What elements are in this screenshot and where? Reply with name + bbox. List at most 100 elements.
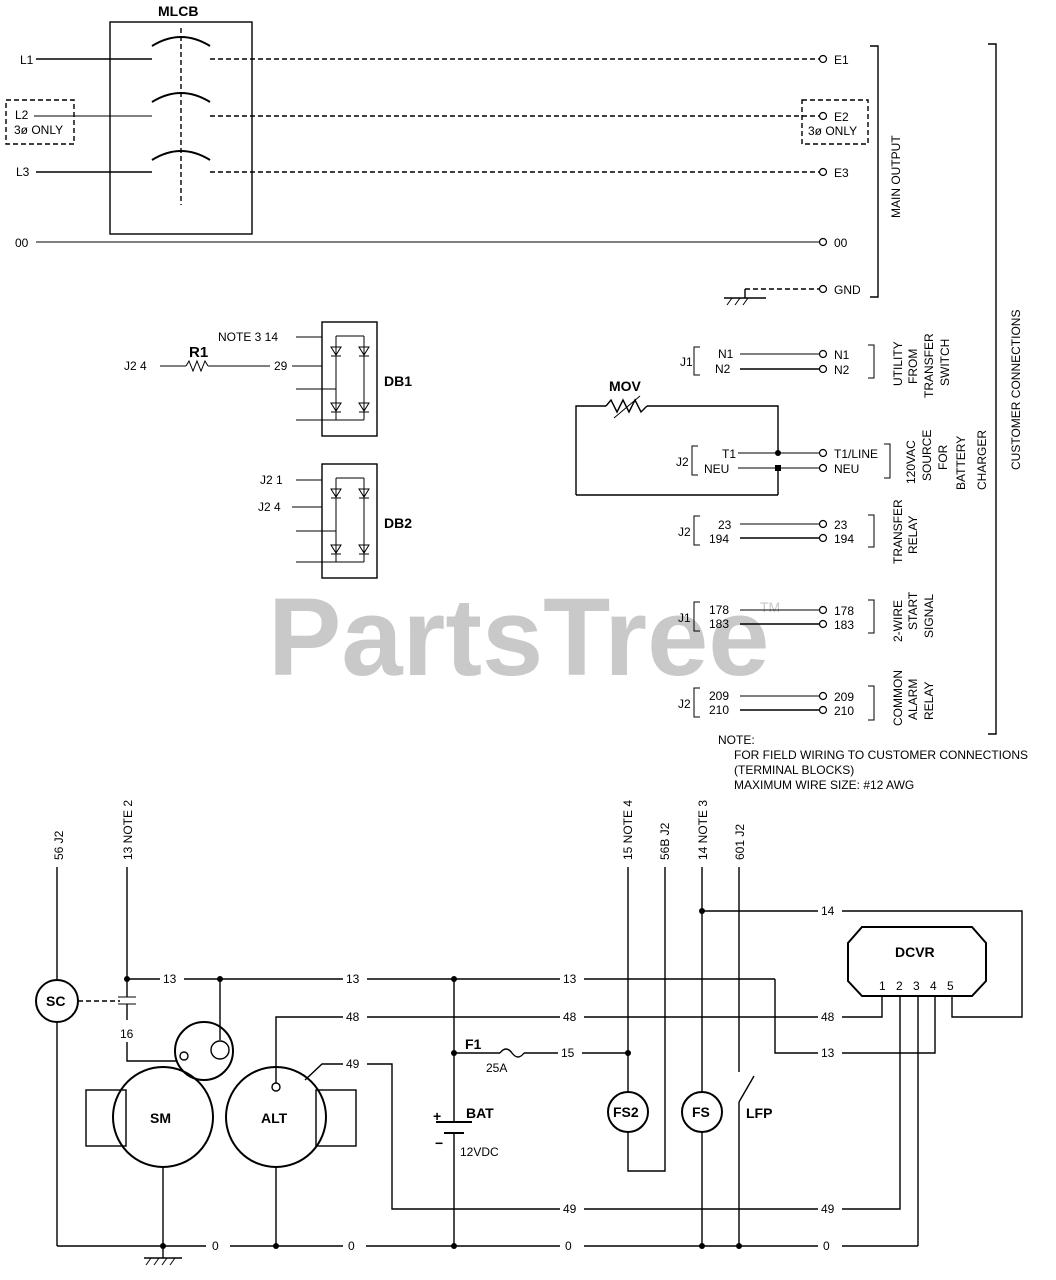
group1-desc1: UTILITY: [891, 341, 905, 386]
wire-0-d: 0: [823, 1239, 830, 1253]
bat-minus: −: [435, 1135, 443, 1151]
db1-input1: NOTE 3 14: [218, 330, 278, 344]
group5-term2: 210: [834, 704, 854, 718]
e2-3phase-box: [801, 99, 869, 145]
group1-term1: N1: [834, 348, 850, 362]
wire-49-c: 49: [821, 1202, 835, 1216]
db1-bridge: NOTE 3 14 J2 4 R1 29 DB1: [124, 321, 412, 437]
note-block: NOTE: FOR FIELD WIRING TO CUSTOMER CONNE…: [718, 733, 1028, 792]
terminal-e2: E2: [834, 110, 849, 124]
db1-label: DB1: [384, 373, 412, 389]
line-l1-label: L1: [20, 53, 34, 67]
terminal-gnd: GND: [834, 283, 861, 297]
group5-wire1: 209: [709, 689, 729, 703]
wire-15: 15: [561, 1046, 575, 1060]
r1-label: R1: [189, 344, 208, 361]
wire-49-b: 49: [563, 1202, 577, 1216]
lead-56b-j2: 56B J2: [658, 822, 672, 860]
group3-desc1: TRANSFER: [891, 499, 905, 564]
group4-connector: J1: [678, 611, 691, 625]
wire-16: 16: [120, 1027, 134, 1041]
mlcb-label: MLCB: [158, 3, 198, 19]
group2-term2: NEU: [834, 462, 859, 476]
lead-601-j2: 601 J2: [733, 824, 747, 860]
lfp-switch-icon: [738, 1075, 755, 1103]
group3-desc2: RELAY: [906, 516, 920, 554]
wire-13-a: 13: [163, 972, 177, 986]
alt-label: ALT: [261, 1110, 288, 1126]
terminal-e1: E1: [834, 53, 849, 67]
terminal-00: 00: [834, 236, 848, 250]
group2-desc5: CHARGER: [975, 430, 989, 490]
dcvr-pin4: 4: [930, 979, 937, 993]
wire-14: 14: [821, 904, 835, 918]
r1-resistor-icon: [185, 359, 209, 373]
group1-wire2: N2: [715, 362, 731, 376]
db1-input2: 29: [274, 359, 288, 373]
group3-wire2: 194: [709, 532, 729, 546]
group4-term1: 178: [834, 604, 854, 618]
wire-13-c: 13: [563, 972, 577, 986]
group4-desc3: SIGNAL: [922, 594, 936, 638]
mlcb-section: MLCB L1 L2 3ø ONLY L3 00: [5, 3, 820, 250]
terminal-e3: E3: [834, 166, 849, 180]
group-transfer-relay: J2 23 194 23 194 TRANSFER RELAY: [678, 499, 920, 564]
group1-term2: N2: [834, 363, 850, 377]
mlcb-box: [109, 21, 253, 235]
wire-48-b: 48: [563, 1010, 577, 1024]
watermark-tm: TM: [760, 599, 780, 615]
group1-desc3: TRANSFER: [922, 333, 936, 398]
group2-desc4: BATTERY: [954, 436, 968, 490]
db2-label: DB2: [384, 515, 412, 531]
dcvr-pin1: 1: [879, 979, 886, 993]
mov-label: MOV: [609, 378, 642, 394]
group4-desc2: START: [906, 591, 920, 630]
wire-13-b: 13: [346, 972, 360, 986]
group1-desc4: SWITCH: [938, 339, 952, 386]
wire-0-b: 0: [348, 1239, 355, 1253]
wire-13-d: 13: [821, 1046, 835, 1060]
group2-wire2: NEU: [704, 462, 729, 476]
group2-wire1: T1: [722, 447, 736, 461]
group3-wire1: 23: [718, 518, 732, 532]
main-output-label: MAIN OUTPUT: [889, 135, 903, 218]
diode-icon: [330, 346, 342, 356]
group2-connector: J2: [676, 455, 689, 469]
lead-14-note3: 14 NOTE 3: [696, 800, 710, 860]
group2-desc3: FOR: [936, 444, 950, 470]
group4-desc1: 2-WIRE: [891, 600, 905, 642]
l2-3phase-box: [5, 99, 75, 145]
line-00-label: 00: [15, 236, 29, 250]
dcvr-pin5: 5: [947, 979, 954, 993]
wire-49-a: 49: [346, 1057, 360, 1071]
dcvr-pin3: 3: [913, 979, 920, 993]
group2-desc2: SOURCE: [920, 430, 934, 481]
fs2-label: FS2: [613, 1104, 639, 1120]
db1-source: J2 4: [124, 359, 147, 373]
note-title: NOTE:: [718, 733, 755, 747]
wire-0-c: 0: [565, 1239, 572, 1253]
l2-3phase-only: 3ø ONLY: [14, 123, 63, 137]
wire-48-c: 48: [821, 1010, 835, 1024]
group2-term1: T1/LINE: [834, 447, 878, 461]
note-line1: FOR FIELD WIRING TO CUSTOMER CONNECTIONS: [734, 748, 1028, 762]
group5-term1: 209: [834, 690, 854, 704]
sm-label: SM: [150, 1110, 171, 1126]
group5-desc2: ALARM: [906, 679, 920, 720]
bat-plus: +: [433, 1108, 441, 1124]
db2-bridge: J2 1 J2 4 DB2: [258, 463, 412, 579]
wire-0-a: 0: [212, 1239, 219, 1253]
watermark: PartsTree: [268, 576, 769, 699]
group-utility: J1 N1 N2 N1 N2 UTILITY FROM TRANSFER SWI…: [680, 333, 952, 398]
lead-13-note2: 13 NOTE 2: [121, 800, 135, 860]
lfp-label: LFP: [746, 1105, 772, 1121]
sc-label: SC: [46, 993, 65, 1009]
bat-label: BAT: [466, 1105, 494, 1121]
group-battery-charger: MOV J2 T1 NEU T1/LINE NEU 120VAC SOURCE …: [575, 378, 989, 496]
group5-desc3: RELAY: [922, 682, 936, 720]
bat-voltage: 12VDC: [460, 1145, 499, 1159]
f1-label: F1: [465, 1036, 482, 1052]
wire-48-a: 48: [346, 1010, 360, 1024]
lead-15-note4: 15 NOTE 4: [621, 800, 635, 860]
